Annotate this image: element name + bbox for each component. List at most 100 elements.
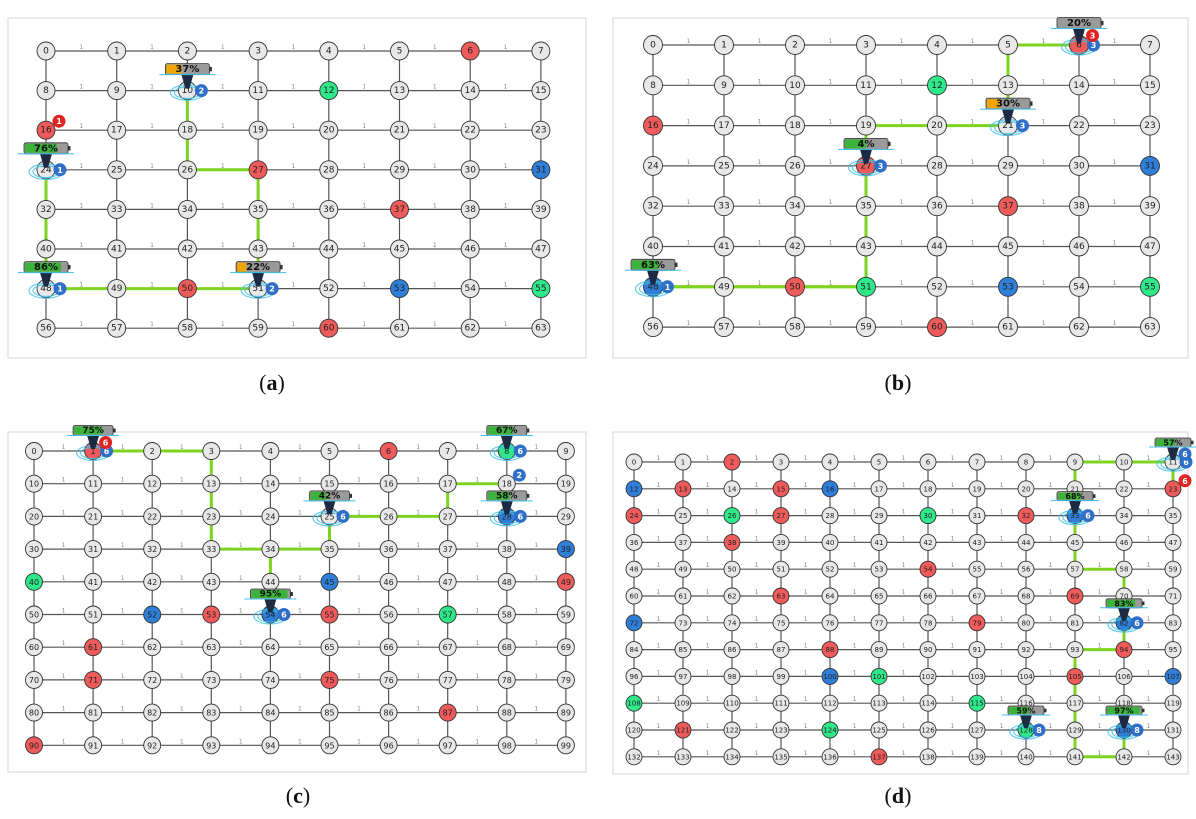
node-label: 30 bbox=[1073, 161, 1085, 171]
node-label: 95 bbox=[324, 741, 334, 750]
node-label: 84 bbox=[630, 646, 639, 654]
edge-weight-label: 1 bbox=[1000, 535, 1004, 542]
node-93 bbox=[202, 736, 221, 755]
edge-weight-label: 1 bbox=[298, 477, 302, 484]
node-label: 42 bbox=[924, 539, 933, 547]
node-label: 39 bbox=[561, 545, 571, 554]
node-2 bbox=[143, 442, 162, 460]
node-29 bbox=[998, 155, 1018, 176]
edge-weight-label: 1 bbox=[150, 202, 154, 209]
node-label: 38 bbox=[502, 545, 512, 554]
edge-weight-label: 1 bbox=[239, 542, 243, 549]
node-label: 33 bbox=[1071, 512, 1080, 520]
node-62 bbox=[143, 638, 162, 657]
node-99 bbox=[772, 667, 790, 685]
node-68 bbox=[1017, 587, 1035, 605]
node-59 bbox=[1164, 560, 1182, 578]
node-label: 29 bbox=[875, 512, 884, 520]
edge-weight-label: 1 bbox=[1000, 589, 1004, 596]
node-label: 92 bbox=[1022, 646, 1031, 654]
battery-level bbox=[310, 491, 327, 500]
node-label: 11 bbox=[88, 480, 98, 489]
node-8 bbox=[643, 75, 663, 96]
edge-weight-label: 1 bbox=[971, 159, 975, 166]
node-label: 92 bbox=[147, 741, 157, 750]
node-15 bbox=[1140, 75, 1160, 96]
battery-level bbox=[74, 426, 103, 435]
node-59 bbox=[556, 605, 575, 624]
edge-weight-label: 1 bbox=[804, 562, 808, 569]
edge-weight-label: 1 bbox=[758, 119, 762, 126]
agent-id-label: 1 bbox=[665, 283, 671, 292]
node-114 bbox=[919, 694, 937, 712]
edge-weight-label: 1 bbox=[804, 482, 808, 489]
node-61 bbox=[390, 318, 409, 338]
node-label: 49 bbox=[111, 284, 123, 294]
node-52 bbox=[821, 560, 839, 578]
vehicle-icon bbox=[264, 599, 277, 613]
edge-weight-label: 1 bbox=[180, 706, 184, 713]
node-5 bbox=[390, 41, 409, 61]
vehicle-icon bbox=[500, 500, 513, 515]
node-label: 54 bbox=[265, 611, 275, 620]
edge-weight-label: 1 bbox=[951, 643, 955, 650]
node-label: 34 bbox=[1120, 512, 1129, 520]
node-41 bbox=[107, 239, 127, 259]
node-63 bbox=[202, 638, 221, 657]
node-label: 64 bbox=[826, 593, 835, 601]
edge-weight-label: 1 bbox=[1042, 280, 1046, 287]
edge-weight-label: 1 bbox=[755, 509, 759, 516]
node-label: 4 bbox=[326, 47, 332, 57]
node-20 bbox=[927, 115, 947, 136]
node-17 bbox=[107, 120, 127, 140]
node-label: 86 bbox=[728, 646, 737, 654]
node-label: 129 bbox=[1068, 727, 1081, 735]
node-label: 79 bbox=[973, 619, 982, 627]
edge-weight-label: 1 bbox=[534, 444, 538, 451]
node-label: 16 bbox=[826, 485, 835, 493]
node-91 bbox=[84, 736, 103, 755]
node-73 bbox=[674, 614, 692, 632]
node-72 bbox=[625, 614, 643, 632]
edge-weight-label: 1 bbox=[79, 282, 83, 289]
node-label: 85 bbox=[679, 646, 688, 654]
edge-weight-label: 1 bbox=[853, 723, 857, 730]
edge-weight-label: 1 bbox=[79, 242, 83, 249]
agent-id-badge bbox=[277, 608, 291, 621]
edge-weight-label: 1 bbox=[1049, 723, 1053, 730]
node-label: 20 bbox=[1022, 485, 1031, 493]
node-label: 37 bbox=[679, 539, 688, 547]
node-66 bbox=[919, 587, 937, 605]
node-15 bbox=[772, 480, 790, 498]
node-14 bbox=[261, 474, 280, 493]
edge-weight-label: 1 bbox=[1147, 723, 1151, 730]
node-label: 7 bbox=[1147, 41, 1153, 51]
edge-weight-label: 1 bbox=[357, 673, 361, 680]
node-36 bbox=[379, 540, 398, 559]
node-label: 66 bbox=[384, 643, 394, 652]
node-label: 96 bbox=[630, 673, 639, 681]
node-59 bbox=[248, 318, 268, 338]
node-40 bbox=[821, 533, 839, 551]
edge-weight-label: 1 bbox=[534, 542, 538, 549]
node-label: 118 bbox=[1117, 700, 1130, 708]
node-label: 51 bbox=[860, 282, 871, 292]
edge-weight-label: 1 bbox=[150, 242, 154, 249]
node-label: 8 bbox=[504, 447, 509, 456]
battery-percent: 57% bbox=[1163, 439, 1182, 448]
node-label: 99 bbox=[561, 741, 571, 750]
edge-weight-label: 1 bbox=[292, 163, 296, 170]
edge-weight-label: 1 bbox=[221, 44, 225, 51]
node-label: 89 bbox=[561, 709, 571, 718]
node-label: 46 bbox=[384, 578, 394, 587]
node-120 bbox=[625, 721, 643, 739]
node-26 bbox=[379, 507, 398, 526]
battery-level bbox=[487, 491, 510, 500]
edge-weight-label: 1 bbox=[951, 696, 955, 703]
battery-percent: 95% bbox=[260, 590, 282, 600]
node-label: 114 bbox=[921, 700, 935, 708]
node-label: 74 bbox=[728, 619, 737, 627]
battery-percent: 76% bbox=[34, 143, 58, 154]
